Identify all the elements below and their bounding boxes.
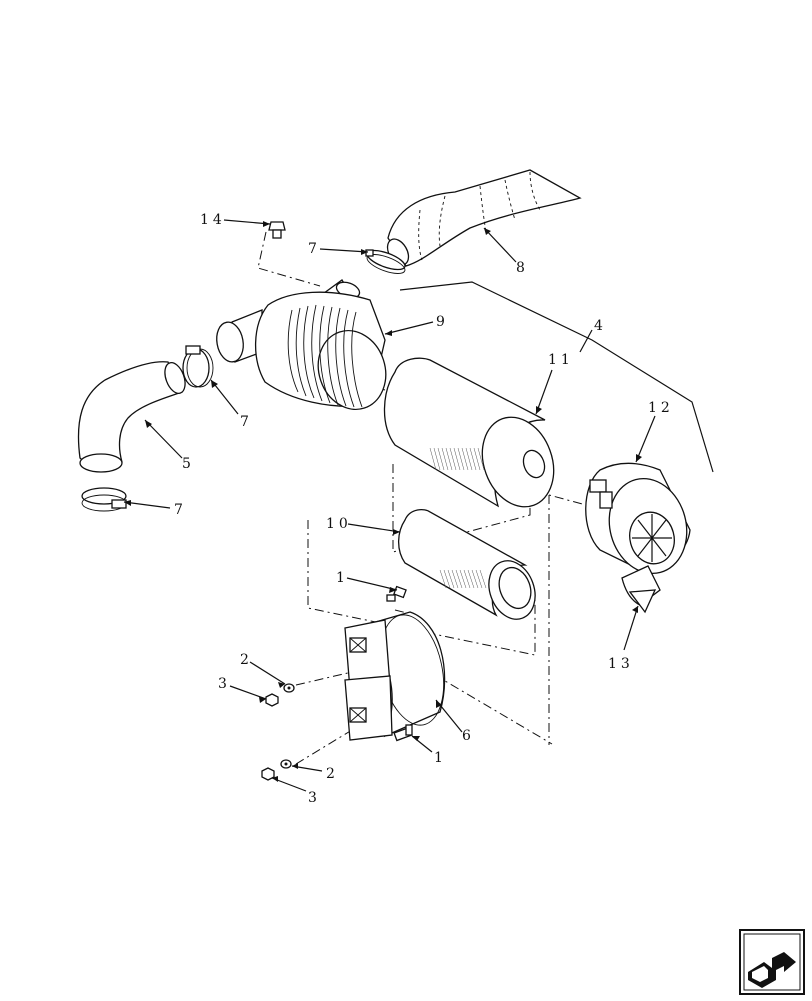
callout-1-lower: 1 xyxy=(434,750,447,766)
callout-9: 9 xyxy=(436,314,449,330)
part-7-clamp-middle xyxy=(182,345,214,388)
callout-12: 12 xyxy=(648,400,674,416)
part-2-washer-upper xyxy=(283,683,295,693)
part-1-bolt-lower xyxy=(393,724,413,742)
callout-6: 6 xyxy=(462,728,475,744)
next-page-button[interactable] xyxy=(738,928,806,996)
part-10-secondary-filter xyxy=(397,508,536,620)
callout-1-upper: 1 xyxy=(336,570,349,586)
part-14-screw xyxy=(268,221,286,239)
callout-4: 4 xyxy=(594,318,607,334)
callout-10: 10 xyxy=(326,516,352,532)
callout-8: 8 xyxy=(516,260,529,276)
part-7-clamp-upper xyxy=(365,249,406,274)
part-8-inlet-duct xyxy=(386,169,582,267)
part-2-washer-lower xyxy=(280,759,292,769)
callout-3-upper: 3 xyxy=(218,676,231,692)
part-11-primary-filter xyxy=(383,357,555,508)
part-12-cover xyxy=(585,462,691,614)
callouts: 14 7 8 9 4 11 12 7 5 7 10 1 13 2 3 6 1 2… xyxy=(174,212,674,806)
part-3-nut-upper xyxy=(265,693,279,707)
arrowheads xyxy=(124,221,642,782)
callout-2-upper: 2 xyxy=(240,652,253,668)
callout-3-lower: 3 xyxy=(308,790,321,806)
callout-7-lower: 7 xyxy=(174,502,187,518)
callout-14: 14 xyxy=(200,212,226,228)
callout-13: 13 xyxy=(608,656,634,672)
part-7-clamp-lower xyxy=(81,487,127,512)
part-3-nut-lower xyxy=(261,767,275,781)
callout-2-lower: 2 xyxy=(326,766,339,782)
callout-11: 11 xyxy=(548,352,574,368)
part-6-mounting-band xyxy=(344,611,446,741)
leader-lines xyxy=(123,219,714,792)
part-1-bolt-upper xyxy=(386,585,407,602)
next-page-arrow-icon xyxy=(739,929,805,995)
part-9-cleaner-housing xyxy=(216,279,387,411)
part-5-elbow-hose xyxy=(77,361,186,473)
callout-5: 5 xyxy=(182,456,195,472)
callout-7-middle: 7 xyxy=(240,414,253,430)
callout-7-upper: 7 xyxy=(308,241,321,257)
